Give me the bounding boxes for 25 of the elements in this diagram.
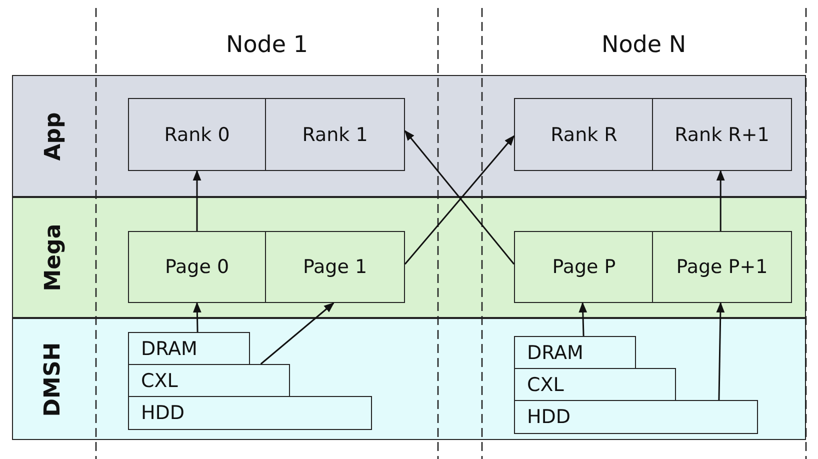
process-box: Page P [514, 231, 654, 303]
memory-tier-box: DRAM [514, 336, 636, 369]
process-box: Page P+1 [652, 231, 792, 303]
layer-label: Mega [40, 223, 66, 291]
memory-tier-box: CXL [514, 368, 676, 401]
process-box: Rank R+1 [652, 98, 792, 171]
arrow [192, 170, 202, 231]
column-heading: Node N [602, 32, 686, 58]
arrow [578, 302, 588, 336]
memory-tier-box: HDD [128, 396, 372, 430]
process-box: Rank 0 [128, 98, 266, 171]
arrow [716, 302, 725, 400]
layer-label: DMSH [40, 342, 66, 416]
process-box: Rank R [514, 98, 654, 171]
memory-tier-box: HDD [514, 400, 758, 434]
memory-tier-box: CXL [128, 364, 290, 397]
process-box: Rank 1 [265, 98, 405, 171]
process-box: Page 1 [265, 231, 405, 303]
memory-tier-box: DRAM [128, 332, 250, 365]
arrow [716, 170, 725, 231]
layer-label: App [40, 112, 66, 160]
arrow [260, 302, 334, 365]
process-box: Page 0 [128, 231, 266, 303]
column-heading: Node 1 [226, 32, 308, 58]
arrow [192, 302, 202, 332]
